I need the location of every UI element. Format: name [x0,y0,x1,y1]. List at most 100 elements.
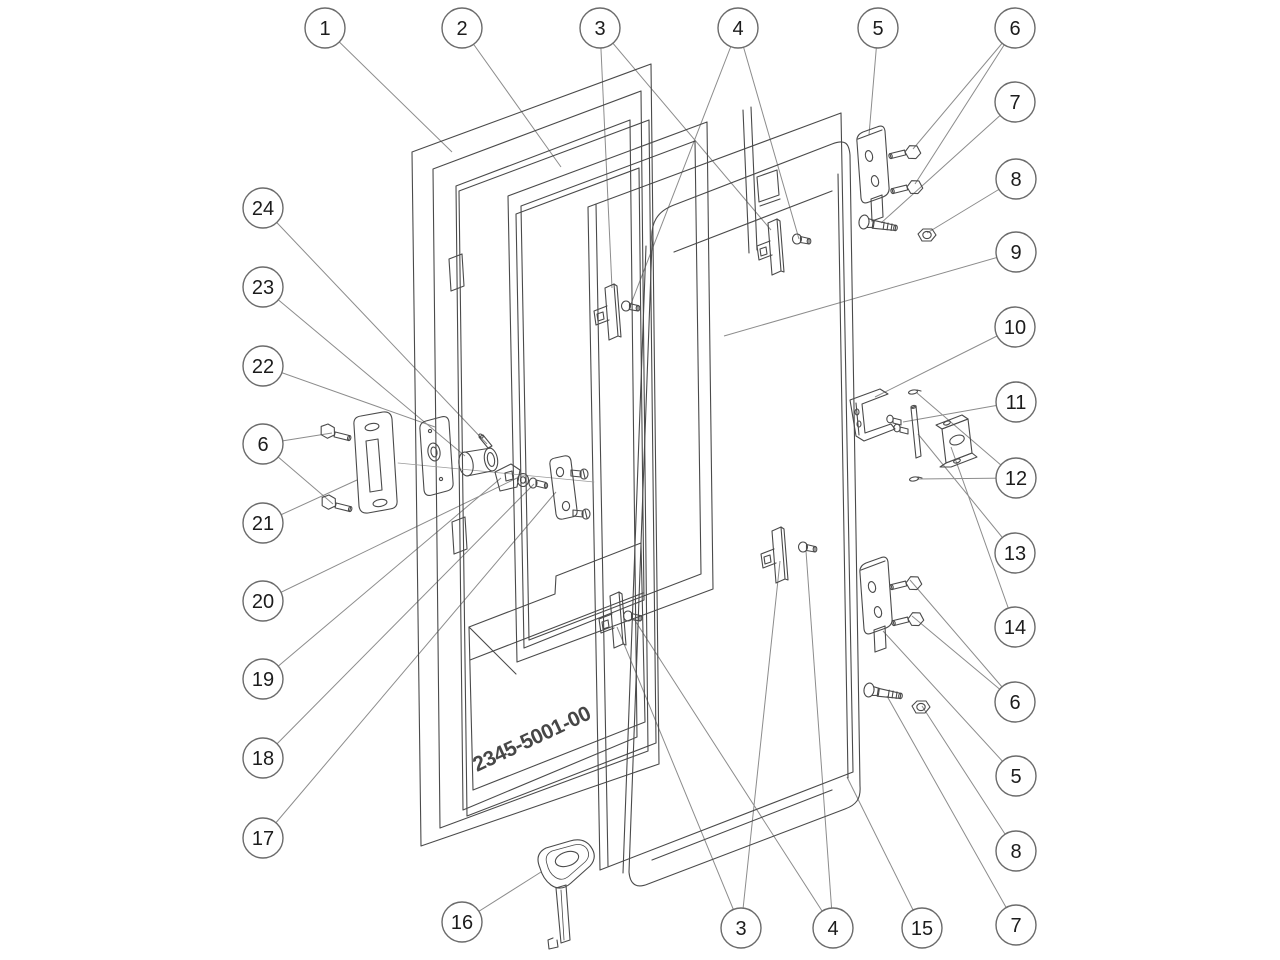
leader-line-14 [950,446,1016,628]
cam-plate-screws [570,468,591,520]
leader-line-4 [633,618,834,929]
balloon-circle [242,345,284,387]
leader-line-7 [880,101,1016,224]
balloon-circle [994,306,1036,348]
callout-balloon-7: 7 [994,81,1036,123]
leader-line-10 [874,326,1016,398]
balloon-circle [995,231,1037,273]
balloon-circle [994,7,1036,49]
leader-line-7 [886,695,1017,926]
striker-screws [886,414,909,435]
retainer-frame [507,121,714,663]
leader-line-13 [917,433,1016,554]
balloon-circle [995,457,1037,499]
callout-balloon-18: 18 [242,737,284,779]
balloon-circle [720,907,762,949]
leader-line-5 [882,630,1017,777]
balloon-number: 3 [594,18,605,40]
leader-line-1 [324,27,453,153]
lock-pin [478,433,493,449]
balloon-circle [242,423,284,465]
balloon-number: 4 [827,918,838,940]
balloon-circle [242,187,284,229]
balloon-number: 4 [732,18,743,40]
balloon-number: 7 [1009,92,1020,114]
leader-line-8 [921,705,1017,852]
leader-line-4 [805,550,834,929]
balloon-circle [579,7,621,49]
balloon-circle [995,158,1037,200]
striker-pin [910,404,922,459]
balloon-circle [242,502,284,544]
callout-balloon-21: 21 [242,502,284,544]
balloon-circle [441,901,483,943]
balloon-circle [994,681,1036,723]
door-frame [411,63,660,847]
balloon-circle [995,830,1037,872]
balloon-circle [812,907,854,949]
leader-line-23 [262,286,466,457]
leader-line-4 [628,27,739,310]
balloon-number: 6 [1009,18,1020,40]
callout-balloon-9: 9 [995,231,1037,273]
leader-line-3 [599,27,772,231]
leader-line-3 [740,560,781,929]
balloon-circle [441,7,483,49]
callout-balloon-12: 12 [995,457,1037,499]
leader-line-4 [737,27,800,240]
lock-cylinder [458,447,499,477]
balloon-number: 22 [252,356,274,378]
hex-nut-bottom [911,700,931,714]
balloon-circle [717,7,759,49]
balloon-number: 18 [252,748,274,770]
latch-slats [593,218,818,649]
balloon-number: 6 [257,434,268,456]
balloon-number: 2 [456,18,467,40]
balloon-number: 24 [252,198,274,220]
callout-balloon-4: 4 [717,7,759,49]
callout-balloon-11: 11 [995,381,1037,423]
callout-balloon-6: 6 [994,7,1036,49]
handle-bracket [353,411,398,514]
balloon-circle [995,381,1037,423]
callout-balloon-6: 6 [994,681,1036,723]
leader-line-20 [262,477,518,602]
balloon-circle [242,817,284,859]
callout-balloon-24: 24 [242,187,284,229]
leader-line-22 [262,365,436,428]
callout-balloon-14: 14 [994,606,1036,648]
callout-balloon-17: 17 [242,817,284,859]
callout-balloon-22: 22 [242,345,284,387]
lock-housing [419,416,454,496]
part-number-label: 2345-5001-00 [469,702,594,777]
leader-line-3 [599,27,613,289]
callout-balloon-5: 5 [995,755,1037,797]
hinge-block-bottom [859,556,893,653]
balloon-circle [901,907,943,949]
balloon-circle [994,532,1036,574]
callout-balloon-7: 7 [995,904,1037,946]
balloon-number: 9 [1010,242,1021,264]
leader-line-6 [914,27,1016,185]
balloon-number: 20 [252,591,274,613]
balloon-number: 21 [252,513,274,535]
callout-balloon-3: 3 [720,907,762,949]
callout-balloon-2: 2 [441,7,483,49]
middle-panel [587,106,854,871]
key [537,839,595,950]
callout-balloon-1: 1 [304,7,346,49]
striker-bracket [935,414,978,468]
callout-balloon-13: 13 [994,532,1036,574]
balloon-number: 17 [252,828,274,850]
callout-balloon-16: 16 [441,901,483,943]
balloon-number: 3 [735,918,746,940]
lock-cam [494,463,521,492]
callout-balloon-5: 5 [857,7,899,49]
carriage-bolt-top [857,213,899,235]
leader-line-6 [909,579,1016,703]
balloon-circle [994,81,1036,123]
striker-u-bracket [849,388,896,442]
